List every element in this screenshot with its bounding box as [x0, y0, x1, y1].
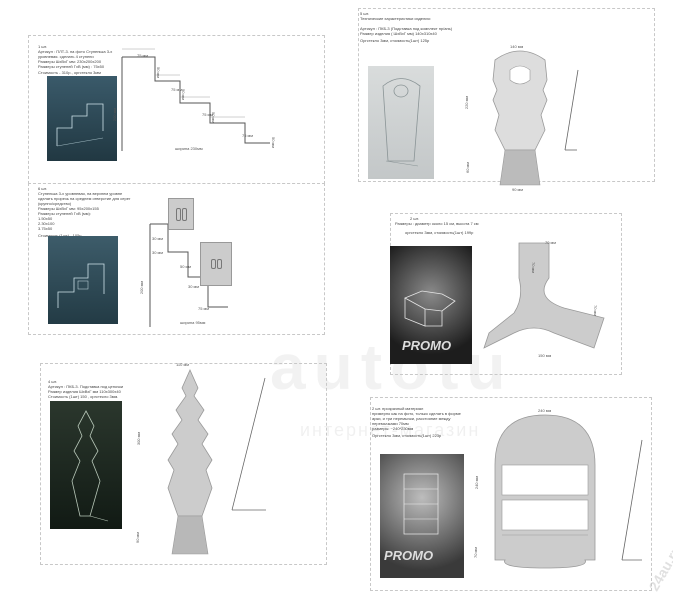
section2-price: Оргстекло 3мм, стоимость(1шт) 125р	[360, 38, 430, 43]
section4-dim-a: 70 мм	[545, 240, 557, 245]
section1-stair-drawing	[121, 48, 270, 151]
section3-photo	[48, 236, 118, 324]
section1-dim-w4: 75 мм	[242, 133, 254, 138]
section2-photo	[368, 66, 434, 179]
section3-dim-c: 50 мм	[180, 264, 192, 269]
section1-dim-w2: 75 мм	[171, 87, 183, 92]
section6-arch-drawing	[494, 414, 596, 569]
section6-dim-height: 240 мм	[474, 475, 480, 490]
section5-dim-height: 300 мм	[136, 431, 142, 446]
section1-dim-h2: 50 мм	[181, 88, 187, 101]
section5-description: Артикул : ПКБ-3. Подставка под цепочки Р…	[48, 384, 124, 394]
section6-heading: 2 шт. прозрачный материал	[372, 406, 424, 411]
watermark-subtext: интернет-магазин	[300, 420, 481, 440]
section4-dim-c: 150 мм	[538, 353, 552, 358]
section-frame-6	[370, 397, 652, 591]
section5-leaf-drawing	[167, 369, 213, 555]
section1-description: Артикул : ПЛТ-3. на фото Ступенька 3-х у…	[38, 49, 113, 69]
section1-heading: 1 шт.	[38, 44, 48, 49]
section4-dim-b: 70 мм	[531, 261, 537, 274]
section2-dim-top: 140 мм	[510, 44, 524, 49]
section1-dim-h3: 50 мм	[211, 111, 217, 124]
section2-dim-base: 90 мм	[512, 187, 524, 192]
section2-dim-height: 220 мм	[464, 95, 470, 110]
section4-flat-drawing	[483, 242, 605, 349]
section6-dim-base: 70 мм	[473, 546, 479, 559]
section3-description: Ступенька 3-х уровневая, на верхнем уров…	[38, 191, 131, 231]
section5-side-line	[231, 377, 266, 511]
section3-price: Стоимость (1шт) - 105р.	[38, 233, 83, 238]
section3-earring-panel	[200, 242, 232, 286]
section1-dim-w3: 75 мм	[202, 112, 214, 117]
section1-dim-w1: 75 мм	[137, 53, 149, 58]
section3-dim-a: 30 мм	[152, 236, 164, 241]
section4-heading: 2 шт.	[410, 216, 420, 221]
section4-promo-logo: PROMO	[402, 338, 452, 353]
section1-photo	[47, 76, 117, 161]
section6-price: Оргстекло 3мм, стоимость(1шт) 223р	[372, 433, 442, 438]
section4-price: оргстекло 3мм, стоимость(1шт) 199р	[405, 230, 474, 235]
section2-side-line	[564, 69, 579, 151]
section6-photo: PROMO	[380, 454, 464, 578]
section4-description: Размеры : диаметр около 15 см, высота 7 …	[395, 221, 479, 226]
section1-dim-depth: ширина 230мм	[175, 146, 203, 151]
section6-promo-logo: PROMO	[384, 548, 434, 563]
section-frame-3	[28, 183, 325, 335]
section3-dim-e: 75 мм	[198, 306, 210, 311]
section5-photo	[50, 401, 122, 529]
section5-price: Стоимость (1шт) 150 , оргстекло 3мм.	[48, 394, 119, 399]
section2-description: Технические характеристики изделия: Арти…	[360, 16, 453, 36]
section-frame-5	[40, 363, 327, 565]
section3-dim-b: 30 мм	[152, 250, 164, 255]
section5-dim-top: 110 мм	[176, 362, 189, 367]
section1-dim-h1: 50 мм	[156, 66, 162, 79]
section3-slot-panel	[168, 198, 194, 230]
section6-dim-top: 240 мм	[538, 408, 552, 413]
section4-dim-d: 70 мм	[593, 304, 599, 317]
section1-dim-total: 200 мм	[112, 107, 118, 122]
section2-stand-drawing	[492, 50, 548, 186]
section3-heading: 6 шт.	[38, 186, 48, 191]
section5-heading: 4 шт.	[48, 379, 58, 384]
section6-side-line	[621, 439, 643, 561]
section1-price: Стоимость - 310р., оргстекло 3мм	[38, 70, 101, 75]
section2-dim-base-h: 60 мм	[465, 161, 471, 174]
section3-dim-d: 30 мм	[188, 284, 200, 289]
section4-photo: PROMO	[390, 246, 472, 364]
section1-dim-h4: 50 мм	[271, 136, 277, 149]
section2-heading: 5 шт.	[360, 11, 370, 16]
section3-dim-width: ширина 95мм	[180, 320, 206, 325]
section5-dim-base: 90 мм	[135, 531, 141, 544]
section6-description: примерно как на фото, только сделать в ф…	[372, 411, 461, 431]
section3-dim-total: 200 мм	[139, 280, 145, 295]
